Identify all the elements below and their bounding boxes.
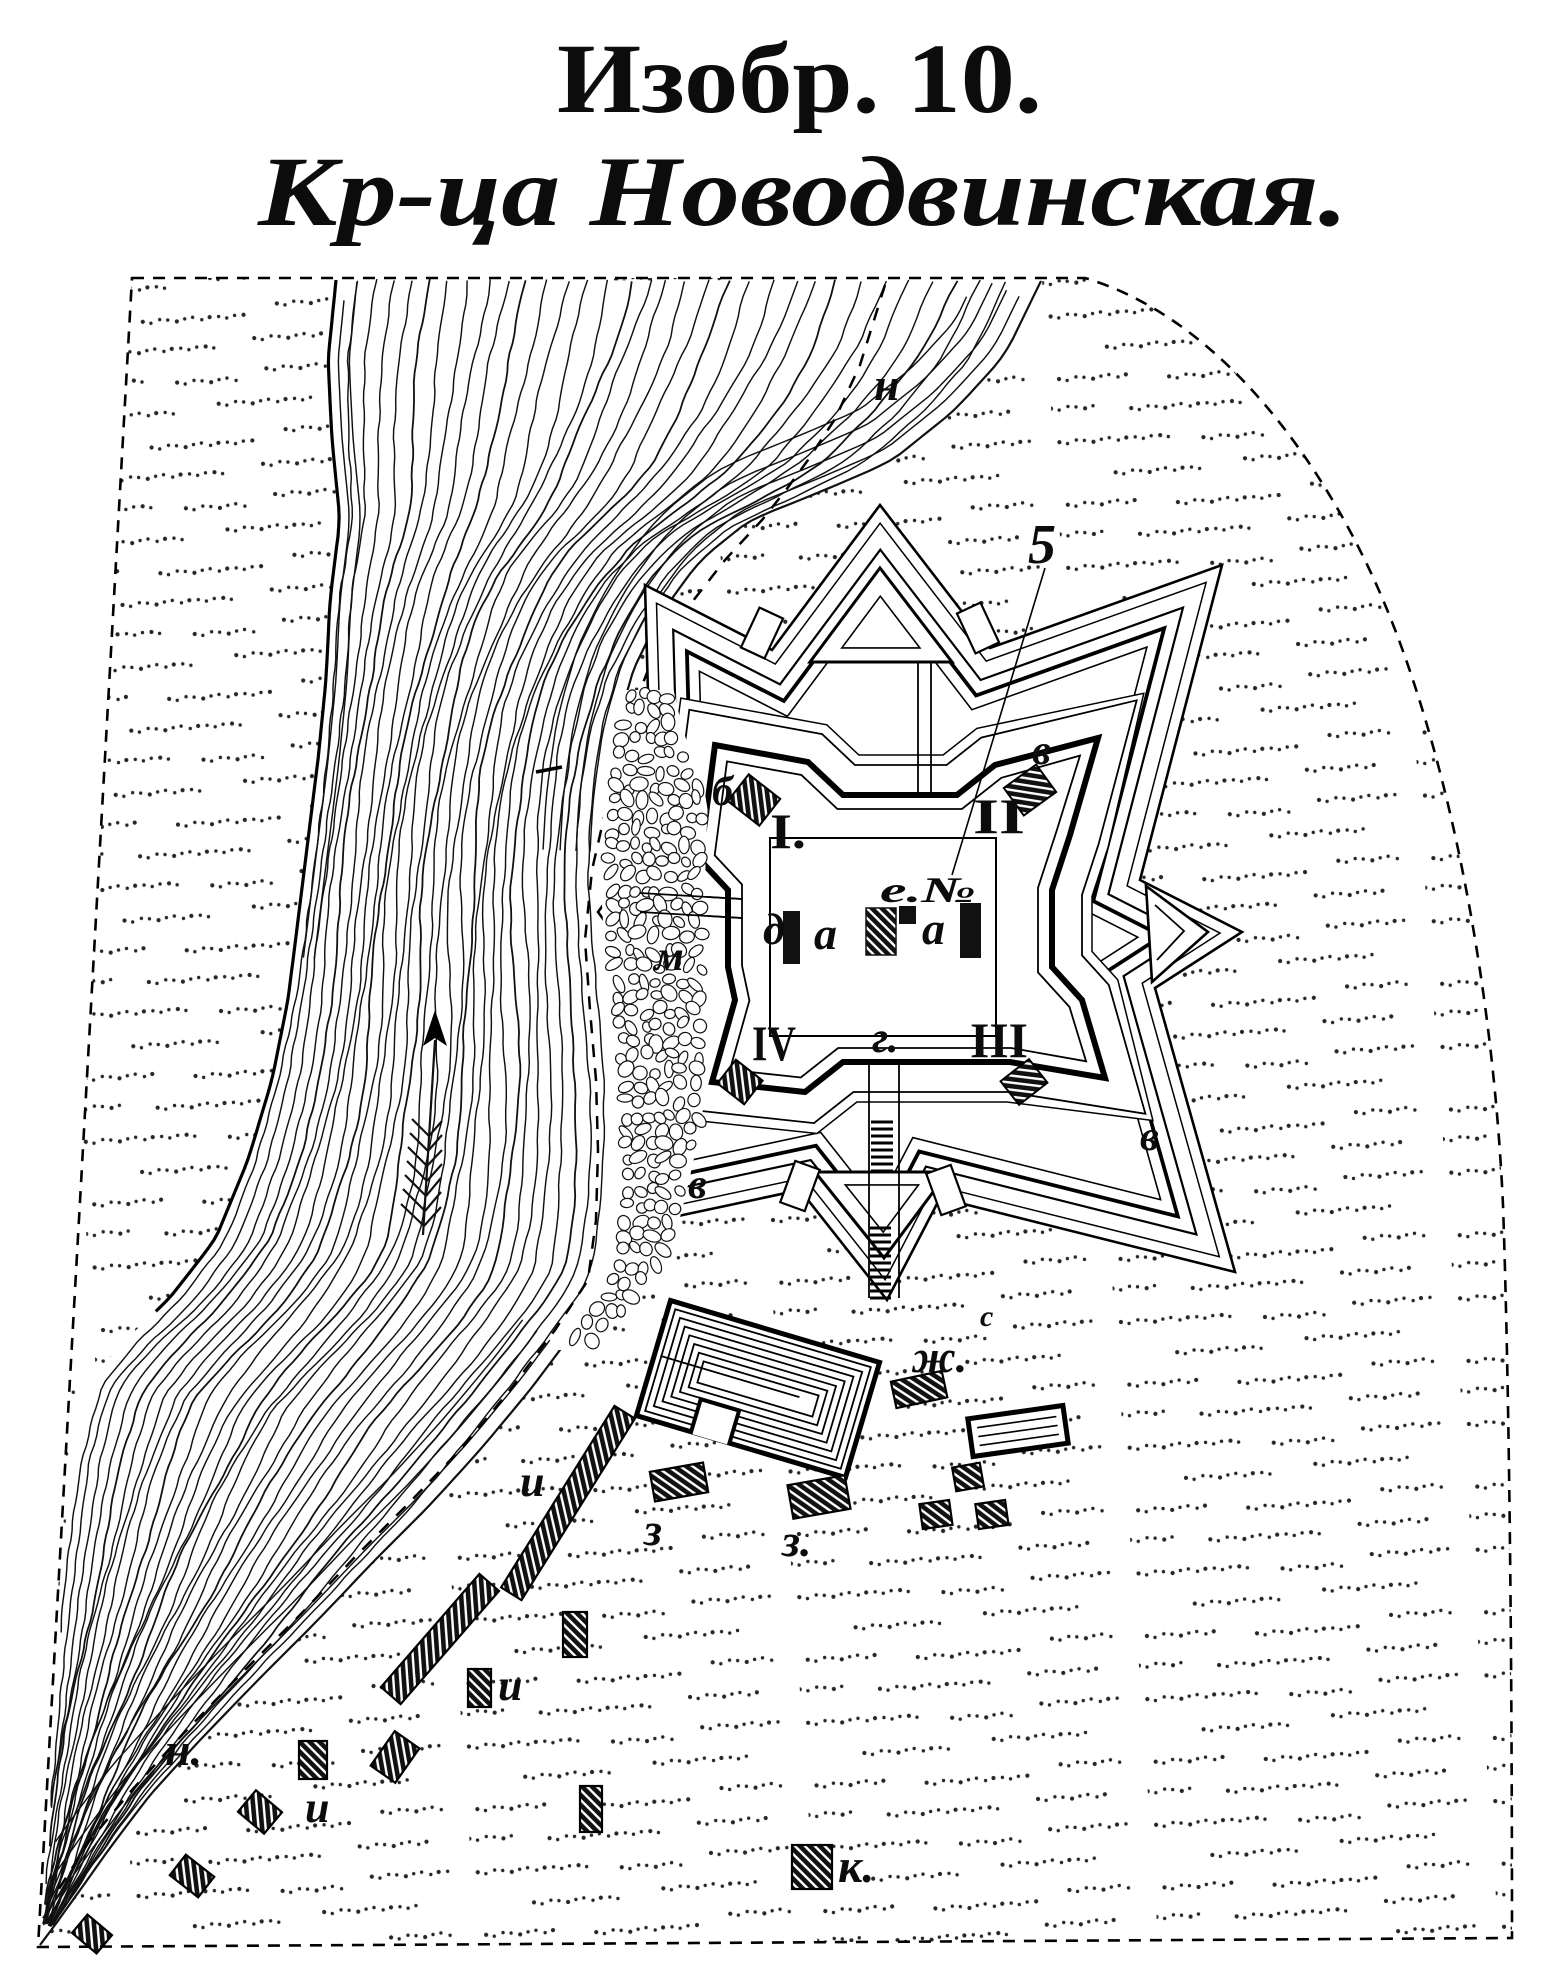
svg-text:IV: IV	[752, 1015, 796, 1071]
svg-text:б: б	[712, 769, 735, 815]
svg-text:к.: к.	[838, 1840, 874, 1893]
svg-text:и: и	[520, 1457, 544, 1506]
svg-text:Кр-ца Новодвинская.: Кр-ца Новодвинская.	[257, 136, 1348, 247]
svg-text:н.: н.	[165, 1724, 202, 1775]
svg-text:д: д	[763, 905, 785, 954]
svg-text:Изобр. 10.: Изобр. 10.	[557, 23, 1042, 134]
svg-text:г.: г.	[872, 1013, 899, 1062]
svg-text:II: II	[973, 788, 1025, 844]
svg-text:а: а	[814, 908, 837, 959]
svg-text:и: и	[305, 1783, 329, 1832]
svg-text:I.: I.	[770, 803, 806, 859]
svg-text:з: з	[642, 1504, 662, 1555]
svg-text:ж.: ж.	[911, 1331, 967, 1382]
svg-text:5: 5	[1028, 514, 1056, 576]
svg-text:м: м	[653, 934, 684, 980]
svg-text:III: III	[970, 1012, 1028, 1068]
svg-text:с: с	[980, 1300, 993, 1333]
svg-text:а: а	[922, 903, 945, 954]
svg-text:е.№: е.№	[880, 870, 976, 910]
svg-text:н: н	[874, 359, 900, 410]
svg-text:в: в	[1032, 728, 1051, 774]
svg-text:в: в	[1140, 1114, 1159, 1160]
svg-text:в: в	[688, 1162, 707, 1208]
svg-text:и: и	[498, 1661, 522, 1710]
svg-text:з.: з.	[780, 1515, 811, 1566]
